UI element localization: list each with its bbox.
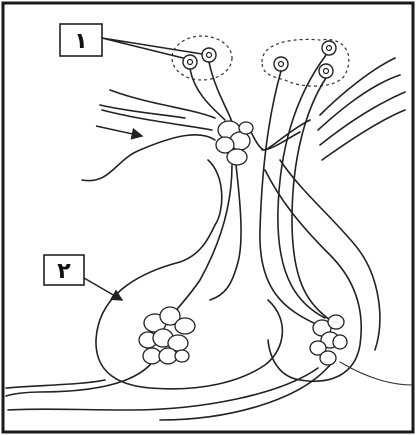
posterior-plexus — [310, 315, 347, 365]
axon-bundle — [190, 55, 330, 325]
neuron-group-right — [262, 39, 349, 86]
stalk-outline — [82, 90, 310, 181]
primary-plexus — [216, 121, 253, 165]
diagram-frame — [3, 3, 413, 432]
pituitary-outline — [96, 160, 380, 389]
artery-arrow — [96, 126, 142, 136]
label-2-group: ٢ — [44, 255, 122, 300]
anterior-plexus — [139, 307, 195, 364]
outgoing-veins — [6, 362, 412, 420]
label-2-text: ٢ — [57, 259, 71, 284]
label-1-text: ١ — [74, 29, 87, 54]
label-1-group: ١ — [60, 24, 202, 58]
